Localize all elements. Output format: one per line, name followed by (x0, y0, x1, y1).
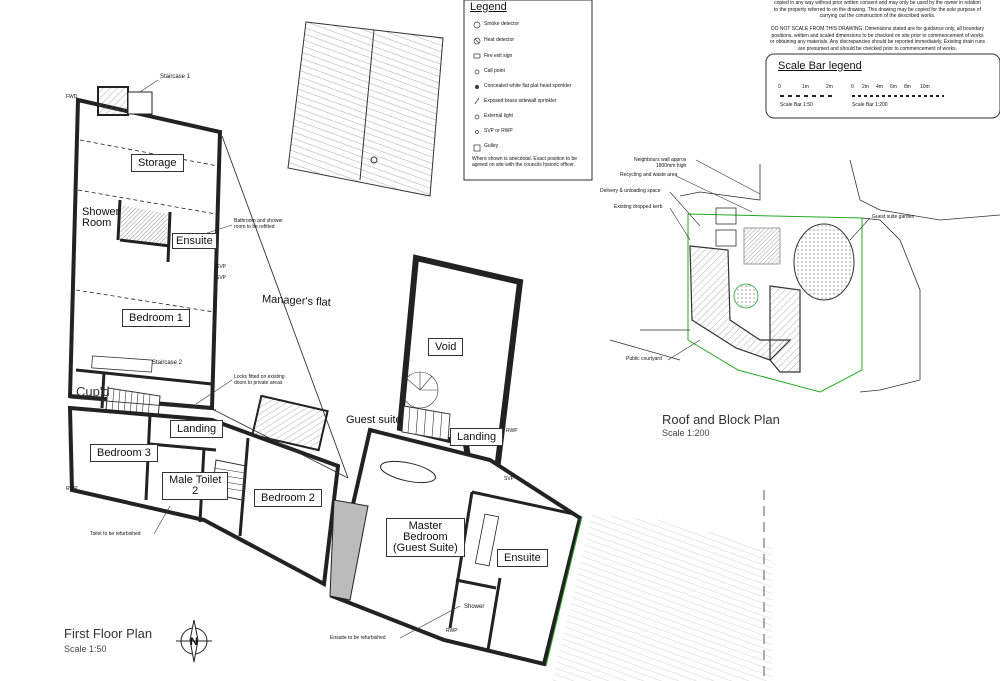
guest-suite-walls (329, 254, 583, 667)
scale-warning-note: DO NOT SCALE FROM THIS DRAWING. Dimensio… (770, 26, 986, 52)
ensuite-note: Ensuite to be refurbished (330, 635, 386, 641)
shower-label: Shower (464, 604, 485, 610)
legend-item: Smoke detector (484, 21, 520, 27)
first-floor-scale: Scale 1:50 (64, 644, 107, 654)
scale-tick: 0 (851, 84, 854, 90)
male-toilet-label: Male Toilet 2 (162, 472, 229, 500)
legend-item: Concealed white flat plat head sprinkler (484, 83, 572, 89)
master-bedroom-label: Master Bedroom (Guest Suite) (386, 518, 465, 557)
legend-item: Call point (484, 68, 505, 74)
legend-item: SVP or RWP (484, 128, 513, 134)
bedroom3-label: Bedroom 3 (90, 444, 158, 462)
block-plan (609, 159, 1000, 393)
guest-garden-label: Guest suite garden (872, 214, 915, 220)
ensuite-left-label: Ensuite (172, 233, 217, 249)
north-arrow (176, 619, 212, 663)
level-marker-7: RWP (446, 628, 458, 634)
site-edge (545, 490, 765, 681)
roof-sketch (287, 21, 444, 197)
scale-tick: 8m (904, 84, 911, 90)
landing-left-label: Landing (170, 420, 224, 438)
scale-tick: 4m (876, 84, 883, 90)
shower-room-hatch (120, 205, 168, 244)
ground-hatch (552, 514, 772, 681)
scale-tick: 1m (802, 84, 809, 90)
roof-block-scale: Scale 1:200 (662, 428, 710, 438)
dropped-kerb-label: Existing dropped kerb (614, 204, 663, 210)
legend-item: Gulley (484, 143, 499, 149)
bedroom2-label: Bedroom 2 (254, 489, 322, 507)
section-lines (69, 135, 349, 479)
staircase2-label: Staircase 2 (152, 360, 183, 366)
legend-box (463, 0, 593, 181)
leader-lines (139, 79, 871, 639)
locks-note: Locks fitted on existing doors to privat… (234, 374, 285, 386)
landing-right-label: Landing (450, 428, 504, 446)
copyright-note: copied in any way without prior written … (774, 0, 981, 19)
level-marker-5: SVP (504, 476, 515, 482)
legend-item: External light (484, 113, 513, 119)
storage-label: Storage (131, 154, 184, 172)
bathroom-note: Bathroom and shower room to be refitted (234, 218, 283, 230)
scale-label-right: Scale Bar 1:200 (852, 102, 888, 108)
level-marker-2: SVP (216, 264, 227, 270)
scale-tick: 0 (778, 84, 781, 90)
scale-label-left: Scale Bar 1:50 (780, 102, 813, 108)
scale-bar-box (765, 53, 1000, 119)
legend-title: Legend (470, 1, 507, 13)
level-marker-6: RWP (506, 428, 518, 434)
scale-tick: 10m (920, 84, 930, 90)
legend-item: Heat detector (484, 37, 515, 43)
spiral-stair (401, 371, 451, 441)
scale-bar-title: Scale Bar legend (778, 60, 862, 72)
void-label: Void (428, 338, 464, 356)
ensuite-right-label: Ensuite (497, 549, 548, 567)
legend-note: Where shown is anecdotal. Exact position… (472, 156, 578, 168)
delivery-label: Delivery & unloading space (600, 188, 661, 194)
level-marker-1: FWD (66, 94, 78, 100)
level-marker-4: RWP (66, 486, 78, 492)
staircase1-label: Staircase 1 (160, 74, 191, 80)
level-marker-3: SVP (216, 275, 227, 281)
left-wing-walls (67, 86, 223, 411)
public-courtyard-label: Public courtyard (626, 356, 662, 362)
guest-suite-label: Guest suite (346, 414, 402, 426)
first-floor-title: First Floor Plan (64, 626, 153, 641)
legend-item: Fire exit sign (484, 53, 513, 59)
roof-block-title: Roof and Block Plan (662, 412, 780, 427)
legend-symbols (473, 21, 481, 152)
north-label: N (190, 636, 198, 648)
scale-tick: 6m (890, 84, 897, 90)
shower-room-label: Shower Room (82, 206, 120, 229)
neighbours-wall-label: Neighbours wall approx 1800mm high (634, 157, 687, 169)
cupd-label: Cup'd (76, 384, 110, 399)
legend-item: Exposed brass sidewall sprinkler (484, 98, 557, 104)
scale-tick: 2m (862, 84, 869, 90)
scale-tick: 2m (826, 84, 833, 90)
toilet-note: Toilet to be refurbished (90, 531, 141, 537)
bedroom1-label: Bedroom 1 (122, 309, 190, 327)
recycling-label: Recycling and waste area (620, 172, 678, 178)
